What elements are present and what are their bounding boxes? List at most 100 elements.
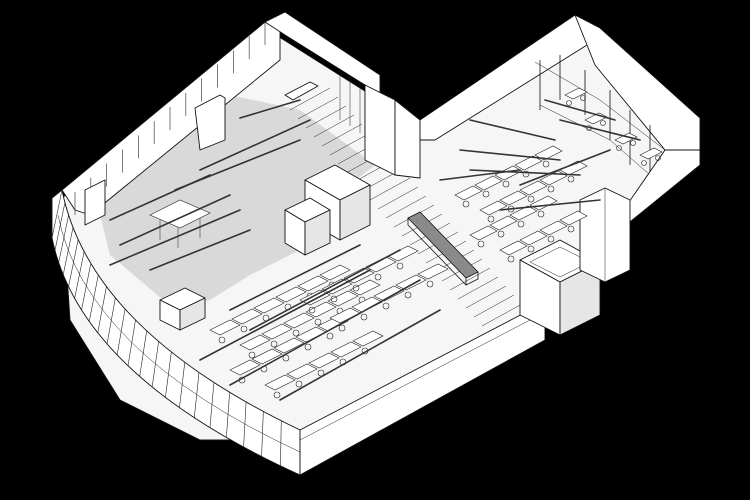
desk bbox=[264, 374, 296, 391]
chair bbox=[567, 175, 575, 183]
facade-transom bbox=[57, 214, 301, 453]
desk bbox=[352, 330, 384, 347]
desk bbox=[395, 274, 427, 291]
desk bbox=[351, 296, 383, 313]
facade-mullions bbox=[51, 189, 301, 475]
desk bbox=[261, 323, 293, 340]
chair bbox=[330, 295, 338, 303]
floor-plank bbox=[297, 96, 339, 120]
facade-mullion bbox=[51, 189, 63, 239]
desk bbox=[519, 230, 548, 246]
desk bbox=[514, 155, 543, 171]
floor-plank bbox=[369, 177, 411, 201]
floor-plank bbox=[385, 195, 427, 219]
lounge-bench bbox=[284, 81, 319, 101]
pendant-light bbox=[229, 244, 361, 311]
floor-plank bbox=[449, 267, 491, 291]
desk bbox=[499, 240, 528, 256]
lockers-side bbox=[179, 297, 206, 331]
floor-plank bbox=[305, 105, 347, 129]
front-wall-top bbox=[299, 319, 531, 441]
chair bbox=[527, 245, 535, 253]
facade-mullion bbox=[226, 392, 230, 438]
pendant-light bbox=[239, 99, 301, 119]
pendant-light bbox=[149, 229, 251, 271]
floor-plank bbox=[481, 303, 523, 327]
pendant-light bbox=[199, 119, 311, 171]
desk bbox=[231, 308, 263, 325]
chair bbox=[240, 325, 248, 333]
facade-mullion bbox=[116, 308, 126, 355]
facade-mullion bbox=[68, 239, 79, 287]
pendant-light bbox=[499, 199, 601, 211]
chair bbox=[566, 100, 572, 106]
core-wall-door bbox=[339, 70, 361, 133]
floor-plank bbox=[473, 294, 515, 318]
glass-sill bbox=[539, 104, 651, 176]
chair bbox=[600, 120, 606, 126]
facade-mullion bbox=[165, 351, 172, 398]
desk bbox=[469, 225, 498, 241]
desk bbox=[479, 200, 508, 216]
facade-mullion bbox=[62, 227, 74, 275]
chair bbox=[567, 225, 575, 233]
desk bbox=[319, 264, 351, 281]
lounge-cabinet-rear bbox=[194, 94, 226, 151]
chair bbox=[630, 140, 636, 146]
desk bbox=[509, 205, 538, 221]
facade-mullion bbox=[261, 411, 264, 457]
facade-mullion bbox=[106, 297, 116, 344]
pendant-light bbox=[544, 99, 616, 121]
chair bbox=[655, 155, 661, 161]
chair bbox=[352, 284, 360, 292]
chair bbox=[616, 145, 622, 151]
chair bbox=[304, 343, 312, 351]
chair bbox=[517, 220, 525, 228]
desk bbox=[494, 165, 523, 181]
desk bbox=[308, 352, 340, 369]
desk bbox=[539, 220, 568, 236]
meeting-table bbox=[639, 147, 663, 160]
chair bbox=[502, 180, 510, 188]
glass-header bbox=[534, 61, 666, 151]
kitchen-block-side bbox=[339, 184, 371, 241]
desk bbox=[489, 215, 518, 231]
floor-plank bbox=[313, 114, 355, 138]
lounge-table bbox=[149, 199, 211, 229]
pendant-light bbox=[459, 149, 561, 161]
desk bbox=[239, 334, 271, 351]
desk bbox=[297, 275, 329, 292]
chair bbox=[641, 160, 647, 166]
core-wall-mid bbox=[394, 99, 421, 179]
facade-mullion bbox=[179, 362, 186, 408]
desk bbox=[349, 279, 381, 296]
facade-mullion bbox=[280, 420, 282, 466]
desk bbox=[286, 363, 318, 380]
chair bbox=[547, 185, 555, 193]
chair bbox=[317, 369, 325, 377]
desk bbox=[229, 359, 261, 376]
chair bbox=[292, 329, 300, 337]
chair bbox=[537, 210, 545, 218]
pendant-light bbox=[119, 194, 231, 246]
floor-plank bbox=[457, 276, 499, 300]
workstations-main bbox=[209, 245, 449, 399]
chair bbox=[542, 160, 550, 168]
facade-mullion bbox=[88, 274, 99, 322]
facade-mullion bbox=[127, 319, 136, 366]
chair bbox=[248, 351, 256, 359]
desk bbox=[253, 297, 285, 314]
pendant-light bbox=[249, 249, 401, 331]
floor-plank bbox=[321, 123, 363, 147]
chair bbox=[314, 318, 322, 326]
desk bbox=[275, 286, 307, 303]
chair bbox=[462, 200, 470, 208]
chair bbox=[382, 302, 390, 310]
front-wall bbox=[299, 309, 546, 476]
meeting-room-furniture bbox=[564, 87, 663, 166]
meeting-table bbox=[564, 87, 588, 100]
floor-plank bbox=[329, 132, 371, 156]
chair bbox=[482, 190, 490, 198]
floor-plank bbox=[289, 87, 331, 111]
